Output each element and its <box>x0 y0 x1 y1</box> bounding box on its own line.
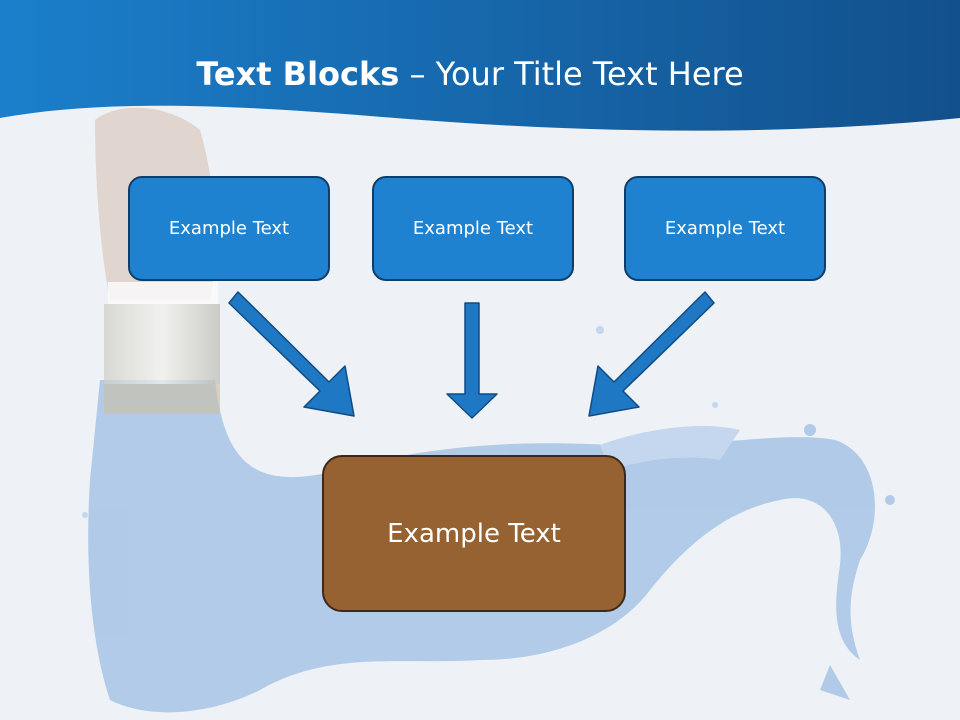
text-block-bottom-label: Example Text <box>387 518 561 549</box>
slide-title-rest: Your Title Text Here <box>435 55 744 93</box>
text-block-right[interactable]: Example Text <box>624 176 826 281</box>
slide-title: Text Blocks – Your Title Text Here <box>0 50 940 98</box>
arrow-down <box>446 302 498 419</box>
text-block-bottom[interactable]: Example Text <box>322 455 626 612</box>
text-block-left-label: Example Text <box>168 218 290 239</box>
text-block-center[interactable]: Example Text <box>372 176 574 281</box>
header-wave <box>0 0 960 131</box>
arrow-down-left <box>588 291 715 417</box>
slide-title-separator: – <box>399 55 436 93</box>
arrow-down-right <box>228 291 355 417</box>
text-block-left[interactable]: Example Text <box>128 176 330 281</box>
slide-title-bold: Text Blocks <box>196 55 400 93</box>
text-block-right-label: Example Text <box>664 218 786 239</box>
text-block-center-label: Example Text <box>412 218 534 239</box>
